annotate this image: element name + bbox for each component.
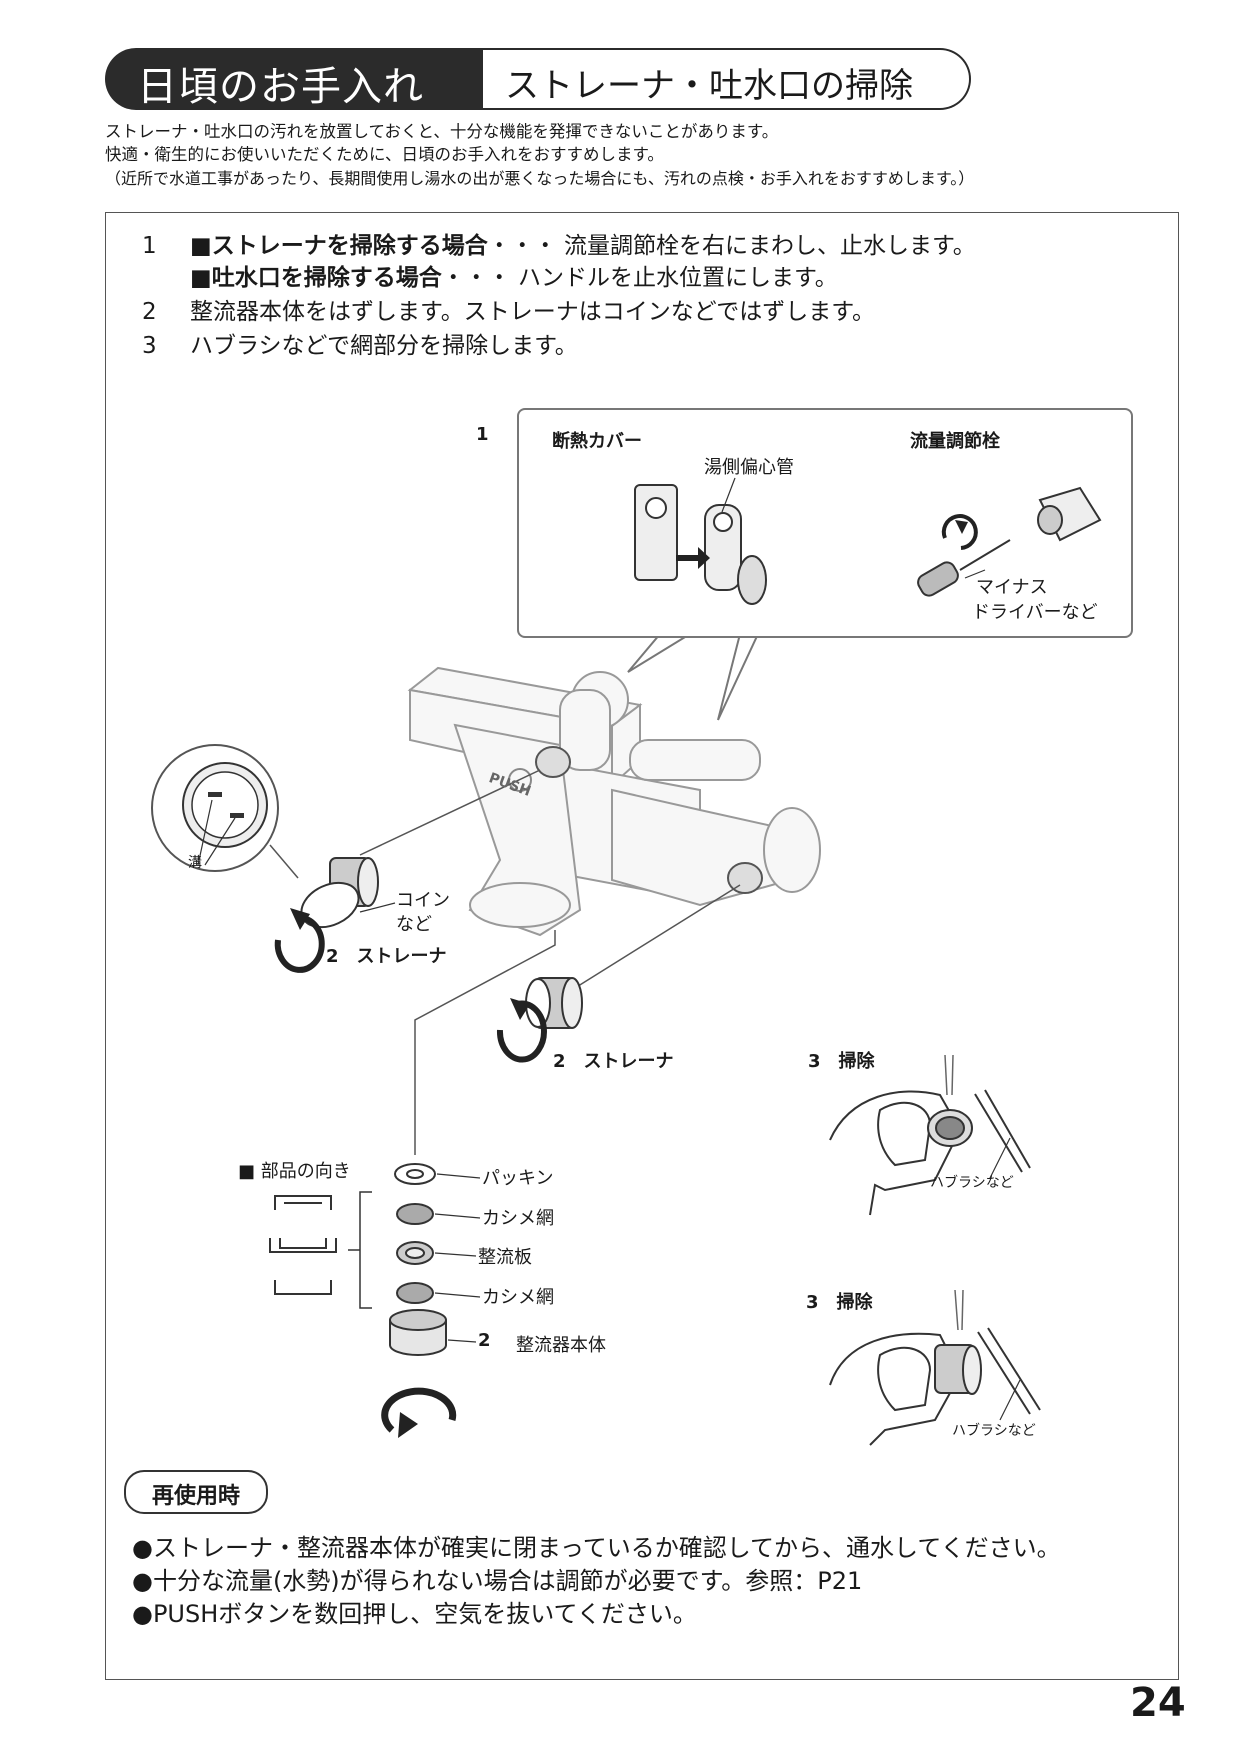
step-2-text: 整流器本体をはずします。ストレーナはコインなどではずします。 — [190, 299, 875, 325]
intro-line-1: ストレーナ・吐水口の汚れを放置しておくと、十分な機能を発揮できないことがあります… — [105, 122, 779, 141]
intro-line-3: （近所で水道工事があったり、長期間使用し湯水の出が悪くなった場合にも、汚れの点検… — [105, 169, 975, 188]
step-1b: ■吐水口を掃除する場合・・・ ハンドルを止水位置にします。 — [190, 258, 838, 292]
callout-right-label-1: マイナス — [976, 577, 1048, 598]
step-1-number: 1 — [142, 233, 157, 259]
reuse-item-1: ●ストレーナ・整流器本体が確実に閉まっているか確認してから、通水してください。 — [132, 1534, 1061, 1562]
step-2: 2 整流器本体をはずします。ストレーナはコインなどではずします。 — [142, 292, 875, 326]
orientation-label: ■ 部品の向き — [238, 1161, 351, 1182]
callout-right-label-2: ドライバーなど — [972, 602, 1098, 623]
coin-label-2: など — [396, 914, 432, 935]
callout-box — [517, 408, 1133, 638]
sub-title-box: ストレーナ・吐水口の掃除 — [483, 48, 971, 110]
part-plate: 整流板 — [478, 1247, 532, 1268]
sub-title: ストレーナ・吐水口の掃除 — [505, 66, 913, 106]
reuse-item-3: ●PUSHボタンを数回押し、空気を抜いてください。 — [132, 1600, 697, 1628]
step-3-number: 3 — [142, 333, 157, 359]
strainer-label-b: 2 ストレーナ — [553, 1051, 674, 1072]
step-1b-text: ・・・ ハンドルを止水位置にします。 — [441, 265, 838, 291]
page-header: 日頃のお手入れ ストレーナ・吐水口の掃除 — [105, 48, 971, 110]
part-mesh-2: カシメ網 — [482, 1287, 554, 1308]
brush-label-a: ハブラシなど — [930, 1175, 1014, 1191]
faucet-body — [407, 666, 821, 937]
part-packing: パッキン — [482, 1168, 554, 1189]
callout-left-title: 断熱カバー — [552, 431, 642, 452]
page-number: 24 — [1130, 1680, 1186, 1726]
clean-label-a: 3 掃除 — [808, 1051, 875, 1072]
step-1a-bold: ■ストレーナを掃除する場合 — [190, 233, 488, 259]
instruction-frame — [105, 212, 1179, 1680]
part-mesh-1: カシメ網 — [482, 1208, 554, 1229]
callout-left-label: 湯側偏心管 — [704, 457, 794, 478]
groove-label: 溝 — [188, 855, 202, 871]
brush-label-b: ハブラシなど — [952, 1423, 1036, 1439]
callout-right-title: 流量調節栓 — [910, 431, 1000, 452]
section-title-box: 日頃のお手入れ — [105, 48, 483, 110]
reuse-item-2: ●十分な流量(水勢)が得られない場合は調節が必要です。参照：P21 — [132, 1567, 863, 1595]
callout-number: 1 — [476, 424, 489, 445]
step-3: 3 ハブラシなどで網部分を掃除します。 — [142, 326, 578, 360]
step-1a: 1 ■ストレーナを掃除する場合・・・ 流量調節栓を右にまわし、止水します。 — [142, 226, 976, 260]
step-1b-bold: ■吐水口を掃除する場合 — [190, 265, 442, 291]
step-3-text: ハブラシなどで網部分を掃除します。 — [190, 333, 578, 359]
coin-label-1: コイン — [396, 890, 450, 911]
rectifier-label: 整流器本体 — [516, 1335, 606, 1356]
reuse-title-pill: 再使用時 — [124, 1470, 268, 1514]
clean-label-b: 3 掃除 — [806, 1292, 873, 1313]
reuse-title: 再使用時 — [151, 1484, 240, 1509]
rectifier-number: 2 — [478, 1330, 491, 1351]
step-2-number: 2 — [142, 299, 157, 325]
section-title: 日頃のお手入れ — [137, 64, 424, 110]
strainer-label-a: 2 ストレーナ — [326, 946, 447, 967]
intro-line-2: 快適・衛生的にお使いいただくために、日頃のお手入れをおすすめします。 — [105, 145, 664, 164]
step-1a-text: ・・・ 流量調節栓を右にまわし、止水します。 — [487, 233, 976, 259]
